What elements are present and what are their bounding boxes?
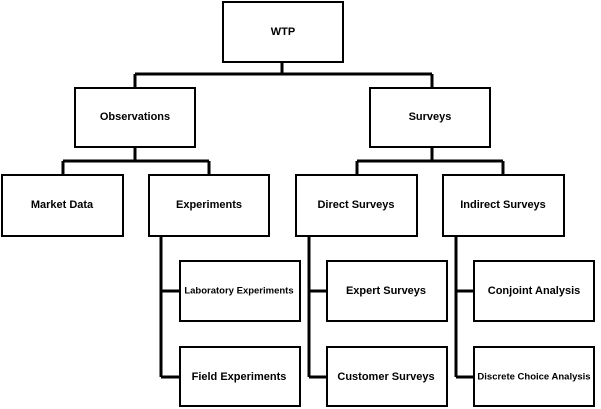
node-experiments: Experiments [148,174,270,237]
node-wtp-label: WTP [271,26,295,38]
node-customer-surveys-label: Customer Surveys [337,371,434,383]
node-laboratory-experiments: Laboratory Experiments [179,260,301,322]
node-conjoint-analysis-label: Conjoint Analysis [488,285,581,297]
node-market-data: Market Data [1,174,124,237]
node-experiments-label: Experiments [176,199,242,211]
node-field-experiments: Field Experiments [179,346,301,407]
node-surveys: Surveys [369,87,491,148]
node-field-experiments-label: Field Experiments [192,371,287,383]
node-conjoint-analysis: Conjoint Analysis [473,260,595,322]
node-market-data-label: Market Data [31,199,94,211]
node-expert-surveys-label: Expert Surveys [346,285,426,297]
node-surveys-label: Surveys [409,111,452,123]
node-discrete-choice-analysis: Discrete Choice Analysis [473,346,595,407]
node-indirect-surveys-label: Indirect Surveys [460,199,546,211]
node-wtp: WTP [222,1,344,63]
node-customer-surveys: Customer Surveys [326,346,448,407]
node-observations-label: Observations [100,111,170,123]
node-expert-surveys: Expert Surveys [326,260,448,322]
node-indirect-surveys: Indirect Surveys [442,174,565,237]
node-discrete-choice-analysis-label: Discrete Choice Analysis [477,372,590,383]
node-direct-surveys: Direct Surveys [295,174,418,237]
node-direct-surveys-label: Direct Surveys [317,199,394,211]
connectors [61,62,505,379]
node-observations: Observations [74,87,196,148]
node-laboratory-experiments-label: Laboratory Experiments [184,286,293,297]
